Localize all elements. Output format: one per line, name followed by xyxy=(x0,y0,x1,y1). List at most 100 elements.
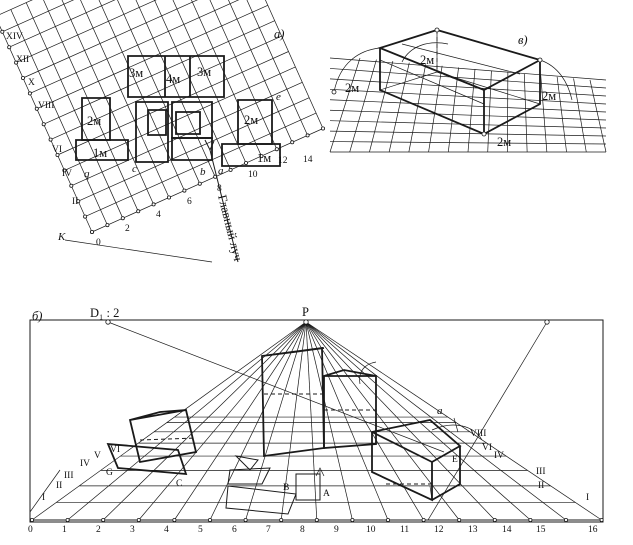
ground-grid-line xyxy=(327,416,353,521)
base-number: 13 xyxy=(468,525,478,535)
plan-dimension: 2м xyxy=(87,114,101,128)
plan-row-numeral: XII xyxy=(16,55,29,65)
plan-block-center xyxy=(171,101,213,139)
v-grid-line xyxy=(428,65,443,153)
base-dot xyxy=(29,518,34,523)
base-dot xyxy=(279,518,284,523)
plan-grid-dot xyxy=(83,214,88,219)
plan-column-number: 4 xyxy=(156,210,161,220)
panel-b-label: б) xyxy=(32,309,42,323)
plan-grid-dot xyxy=(305,133,310,138)
left-numeral: V xyxy=(94,451,101,461)
v-arc-right xyxy=(539,59,573,101)
v-grid-line xyxy=(573,78,587,153)
plan-grid-dot xyxy=(76,199,81,204)
base-dot xyxy=(243,518,248,523)
ground-grid-line xyxy=(345,416,389,521)
ground-grid-line xyxy=(396,416,496,521)
base-dot xyxy=(101,518,106,523)
v-hidden-edge xyxy=(436,30,485,91)
plan-grid-dot xyxy=(197,181,202,186)
plan-point-e: e xyxy=(276,91,281,103)
right-distance-dot xyxy=(544,319,550,325)
plan-column-number: 10 xyxy=(248,170,258,180)
plan-dimension: 3м xyxy=(197,65,211,79)
plan-grid-line xyxy=(22,0,198,79)
perspective-ray xyxy=(305,321,414,418)
base-dot xyxy=(564,518,569,523)
diagonal-left-ray xyxy=(29,469,61,513)
distance-point-dot xyxy=(105,319,111,325)
right-numeral: II xyxy=(538,481,544,491)
v-grid-line xyxy=(556,76,567,153)
v-grid-line xyxy=(487,70,492,153)
plan-grid-dot xyxy=(182,188,187,193)
plan-grid-dot xyxy=(34,106,39,111)
v-grid-line xyxy=(329,109,607,121)
base-dot xyxy=(385,518,390,523)
plan-row-numeral: II xyxy=(72,197,78,207)
base-dot xyxy=(172,518,177,523)
ground-grid-line xyxy=(31,416,175,521)
v-grid-line xyxy=(447,67,459,153)
plan-grid-dot xyxy=(20,76,25,81)
plan-grid-line xyxy=(209,0,278,150)
plan-grid-line xyxy=(91,128,324,233)
perspective-ray xyxy=(242,321,307,418)
v-ground-grid xyxy=(329,57,607,153)
plan-row-numeral: VI xyxy=(52,145,62,155)
plan-grid-dot xyxy=(48,137,53,142)
perspective-ray xyxy=(191,321,307,418)
plan-column-number: 12 xyxy=(278,156,288,166)
left-numeral: VI xyxy=(110,445,120,455)
left-numeral: II xyxy=(56,481,62,491)
ground-grid-line xyxy=(280,416,295,521)
perspective-ray xyxy=(174,321,307,418)
plan-grid-line xyxy=(84,112,317,217)
base-number: 12 xyxy=(434,525,444,535)
perspective-ray xyxy=(276,321,307,418)
base-number: 3 xyxy=(130,525,135,535)
base-number: 11 xyxy=(400,525,409,535)
plan-grid-dot xyxy=(14,60,19,65)
plan-grid-line xyxy=(25,2,124,219)
ground-grid-line xyxy=(138,416,227,521)
ground-grid-line xyxy=(209,416,261,521)
main-ray-line xyxy=(209,149,239,263)
perspective-point-G: G xyxy=(106,468,113,478)
base-dot xyxy=(136,518,141,523)
perspective-point-A: A xyxy=(323,489,330,499)
center-right-block xyxy=(323,369,377,449)
perspective-ray xyxy=(305,321,397,418)
plan-row-numeral: IV xyxy=(62,169,72,179)
base-number: 4 xyxy=(164,525,169,535)
right-numeral: VI xyxy=(482,443,492,453)
v-grid-line xyxy=(388,62,410,153)
ground-grid-line xyxy=(413,416,531,521)
perspective-rays xyxy=(174,321,449,418)
v-grid-line xyxy=(369,61,394,153)
plan-block-right-base xyxy=(221,143,281,167)
v-grid-line xyxy=(329,57,361,153)
plan-point-k: K xyxy=(57,231,66,243)
left-numeral: III xyxy=(64,471,74,481)
v-grid-line xyxy=(329,78,607,97)
v-vertex-dot xyxy=(537,57,543,63)
plan-grid-line xyxy=(36,4,268,110)
arc-right xyxy=(431,424,483,441)
v-grid-line xyxy=(329,130,607,137)
v-grid-line xyxy=(523,73,528,153)
plan-grid-dot xyxy=(290,140,295,145)
ground-grid-line xyxy=(379,416,460,521)
v-grid-line xyxy=(589,79,607,153)
plan-building-outlines xyxy=(75,55,281,167)
base-number: 6 xyxy=(232,525,237,535)
perspective-ray xyxy=(259,321,307,418)
base-dot xyxy=(350,518,355,523)
base-number: 8 xyxy=(300,525,305,535)
v-vertex-dot xyxy=(481,131,487,137)
base-number: 2 xyxy=(96,525,101,535)
vertical-arrows xyxy=(315,417,459,501)
plan-grid-dot xyxy=(259,154,264,159)
